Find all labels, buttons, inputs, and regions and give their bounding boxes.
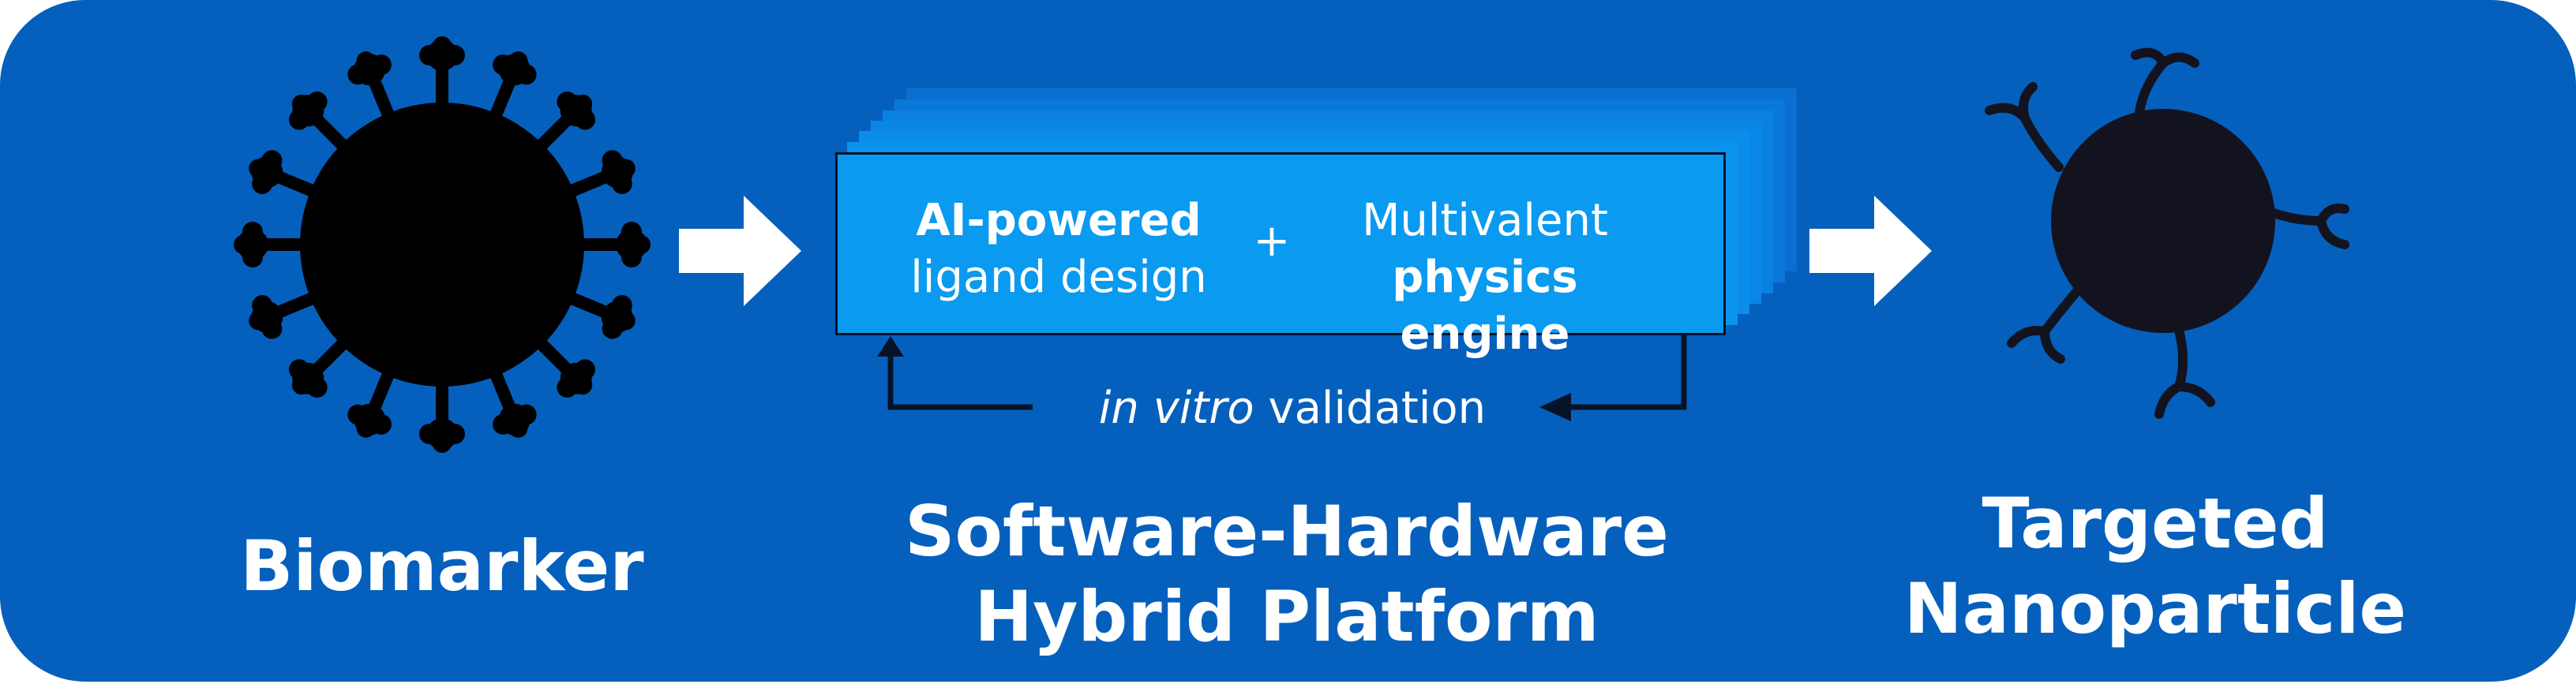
- physics-engine-text: Multivalent physics engine: [1311, 193, 1659, 363]
- platform-label-line2: Hybrid Platform: [974, 576, 1599, 657]
- nanoparticle-label-line1: Targeted: [1982, 483, 2329, 564]
- ligand-design-label: ligand design: [910, 252, 1207, 303]
- arrow-right-icon: [1809, 196, 1932, 306]
- ai-ligand-design-text: AI-powered ligand design: [885, 193, 1232, 306]
- diagram-panel: AI-powered ligand design + Multivalent p…: [0, 0, 2576, 682]
- feedback-loop-arrows: [877, 335, 1687, 421]
- multivalent-label: Multivalent: [1362, 195, 1608, 246]
- physics-engine-label: physics engine: [1392, 252, 1578, 360]
- platform-label: Software-Hardware Hybrid Platform: [892, 489, 1682, 660]
- plus-sign: +: [1253, 215, 1291, 267]
- nanoparticle-label-line2: Nanoparticle: [1903, 568, 2407, 649]
- nanoparticle-label: Targeted Nanoparticle: [1839, 481, 2471, 652]
- in-vitro-validation-label: in vitro validation: [1036, 377, 1549, 440]
- biomarker-label: Biomarker: [240, 525, 644, 607]
- nanoparticle-icon: [1985, 47, 2349, 419]
- virus-biomarker-icon: [234, 36, 651, 453]
- in-vitro-italic: in vitro: [1098, 383, 1254, 434]
- platform-box: AI-powered ligand design + Multivalent p…: [835, 152, 1726, 360]
- platform-label-line1: Software-Hardware: [905, 491, 1669, 572]
- ai-powered-label: AI-powered: [916, 195, 1202, 246]
- validation-text: validation: [1254, 383, 1487, 434]
- arrow-right-icon: [679, 196, 801, 306]
